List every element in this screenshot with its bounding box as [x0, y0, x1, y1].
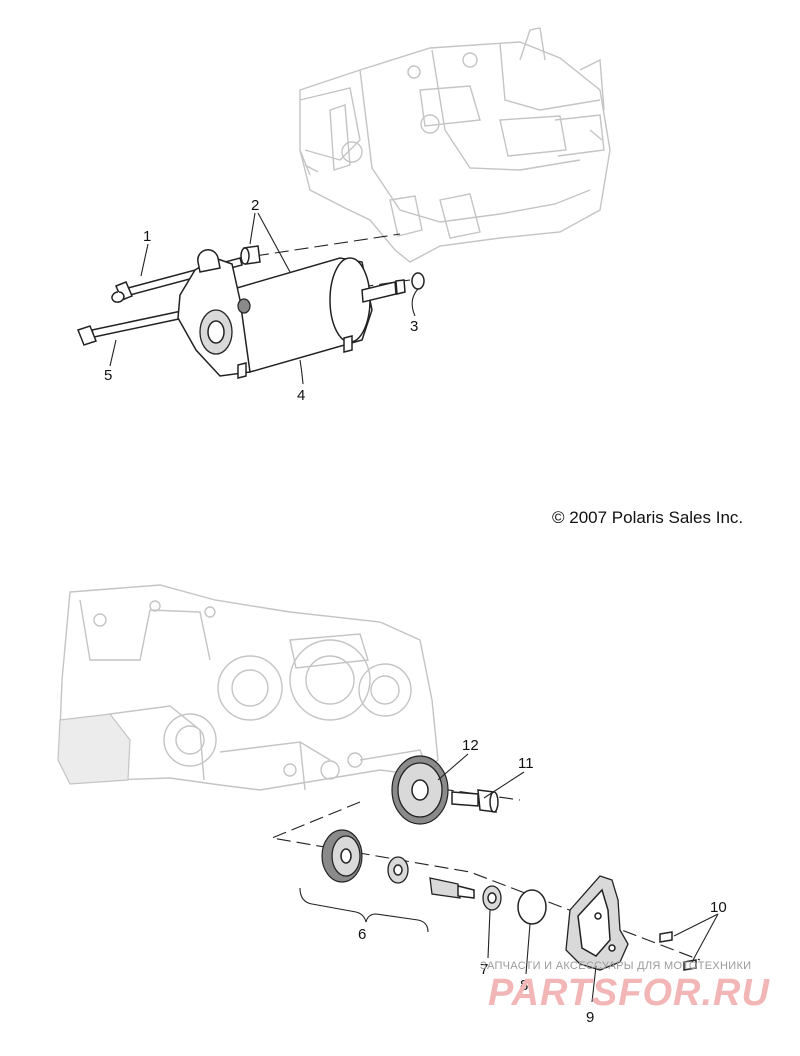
alignment-line-bolt1: [254, 233, 401, 257]
alignment-line-gear: [270, 801, 701, 961]
callout-3: 3: [410, 318, 418, 335]
gear-assembly-part-6: [321, 829, 475, 899]
callout-7: 7: [480, 961, 488, 978]
callout-10: 10: [710, 899, 727, 916]
engine-block-bottom-ghost: [57, 584, 439, 791]
callout-1: 1: [143, 228, 151, 245]
callout-2: 2: [251, 197, 259, 214]
engine-block-top-ghost: [299, 27, 611, 263]
callout-8: 8: [520, 977, 528, 994]
callout-9: 9: [586, 1009, 594, 1026]
callout-4: 4: [297, 387, 305, 404]
top-leader-lines: [109, 212, 419, 385]
bottom-leader-lines: [437, 753, 719, 1003]
callout-11: 11: [518, 755, 534, 772]
shaft-part-11: [451, 789, 499, 813]
callout-12: 12: [462, 737, 479, 754]
bearing-part-7: [482, 885, 502, 911]
watermark-subtitle: ЗАПЧАСТИ И АКСЕССУАРЫ ДЛЯ МОТОТЕХНИКИ: [480, 960, 752, 972]
o-ring-part-3: [411, 272, 425, 290]
cover-part-9: [565, 875, 629, 971]
seal-ring-part-8: [517, 889, 547, 925]
copyright-notice: © 2007 Polaris Sales Inc.: [552, 508, 744, 527]
bolts-part-10: [659, 931, 697, 971]
callout-6: 6: [358, 926, 366, 943]
gear-part-12: [391, 755, 449, 825]
watermark-brand: PARTSFOR.RU: [488, 972, 770, 1014]
bracket-part-6: [299, 887, 429, 933]
callout-5: 5: [104, 367, 112, 384]
starter-motor-part-4: [177, 249, 406, 379]
